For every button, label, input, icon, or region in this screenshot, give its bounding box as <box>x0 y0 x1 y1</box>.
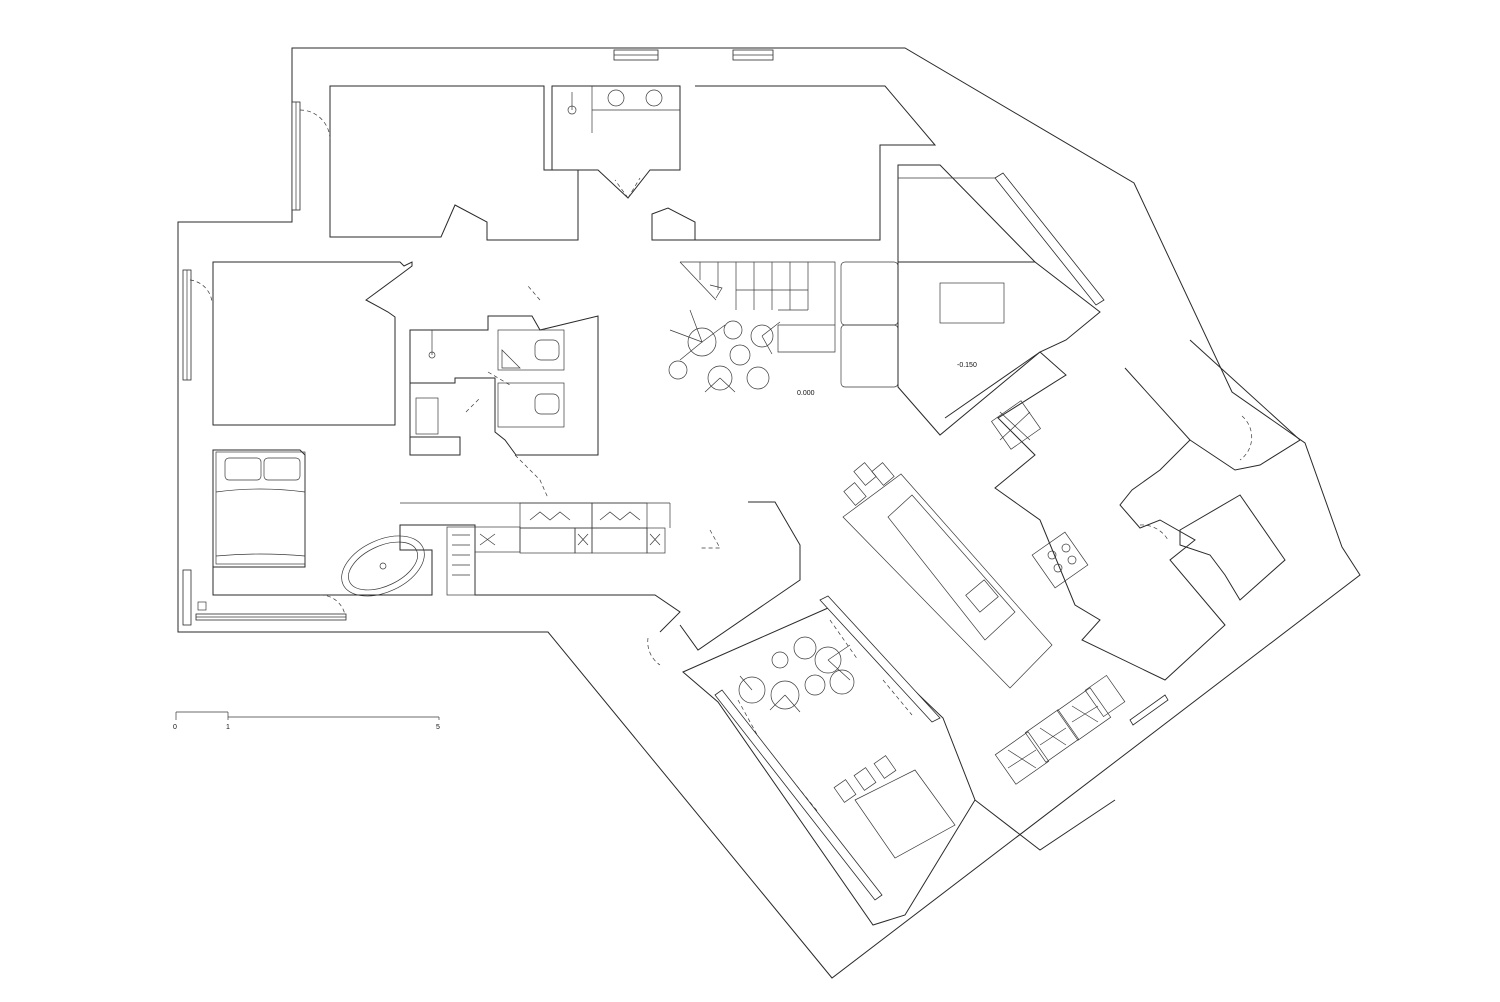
door-swings <box>189 109 1253 666</box>
toilet-icon <box>534 393 560 415</box>
plant-icon <box>668 309 781 393</box>
staircase <box>679 261 836 353</box>
scale-bar: 0 1 5 <box>173 711 440 731</box>
toilet-icon <box>534 339 560 361</box>
washbasin-icon <box>645 89 663 107</box>
plant-icon <box>738 636 855 713</box>
room-bedroom-northeast <box>651 85 937 241</box>
living-room <box>897 164 1101 436</box>
room-bedroom-west <box>212 261 413 426</box>
rug <box>939 282 1005 324</box>
room-terrace <box>682 607 976 926</box>
pillow-icon <box>263 457 301 481</box>
level-label-sunken: -0.150 <box>957 362 977 369</box>
dining-table <box>842 473 1053 689</box>
pillow-icon <box>224 457 262 481</box>
chair-icon <box>843 462 895 506</box>
windows <box>182 49 1169 901</box>
room-bath-north <box>551 85 681 199</box>
room-master-bedroom <box>212 449 306 568</box>
room-bedroom-north <box>329 85 579 241</box>
wardrobe <box>400 502 671 596</box>
bed-icon <box>215 451 306 565</box>
bathtub-icon <box>341 535 425 597</box>
room-pantry <box>1179 339 1301 601</box>
sink-icon <box>965 579 999 613</box>
level-label-ground: 0.000 <box>797 390 815 397</box>
exterior-walls <box>177 47 1361 979</box>
room-wc <box>409 285 599 456</box>
scale-tick-0: 0 <box>173 724 177 731</box>
scale-tick-1: 1 <box>226 724 230 731</box>
cooktop-icon <box>1031 531 1089 589</box>
scale-tick-5: 5 <box>436 724 440 731</box>
room-kitchen <box>944 351 1226 681</box>
sofa-block <box>840 261 899 388</box>
counter-units <box>994 674 1126 785</box>
washbasin-icon <box>607 89 625 107</box>
level-labels: 0.000 -0.150 <box>797 362 977 397</box>
